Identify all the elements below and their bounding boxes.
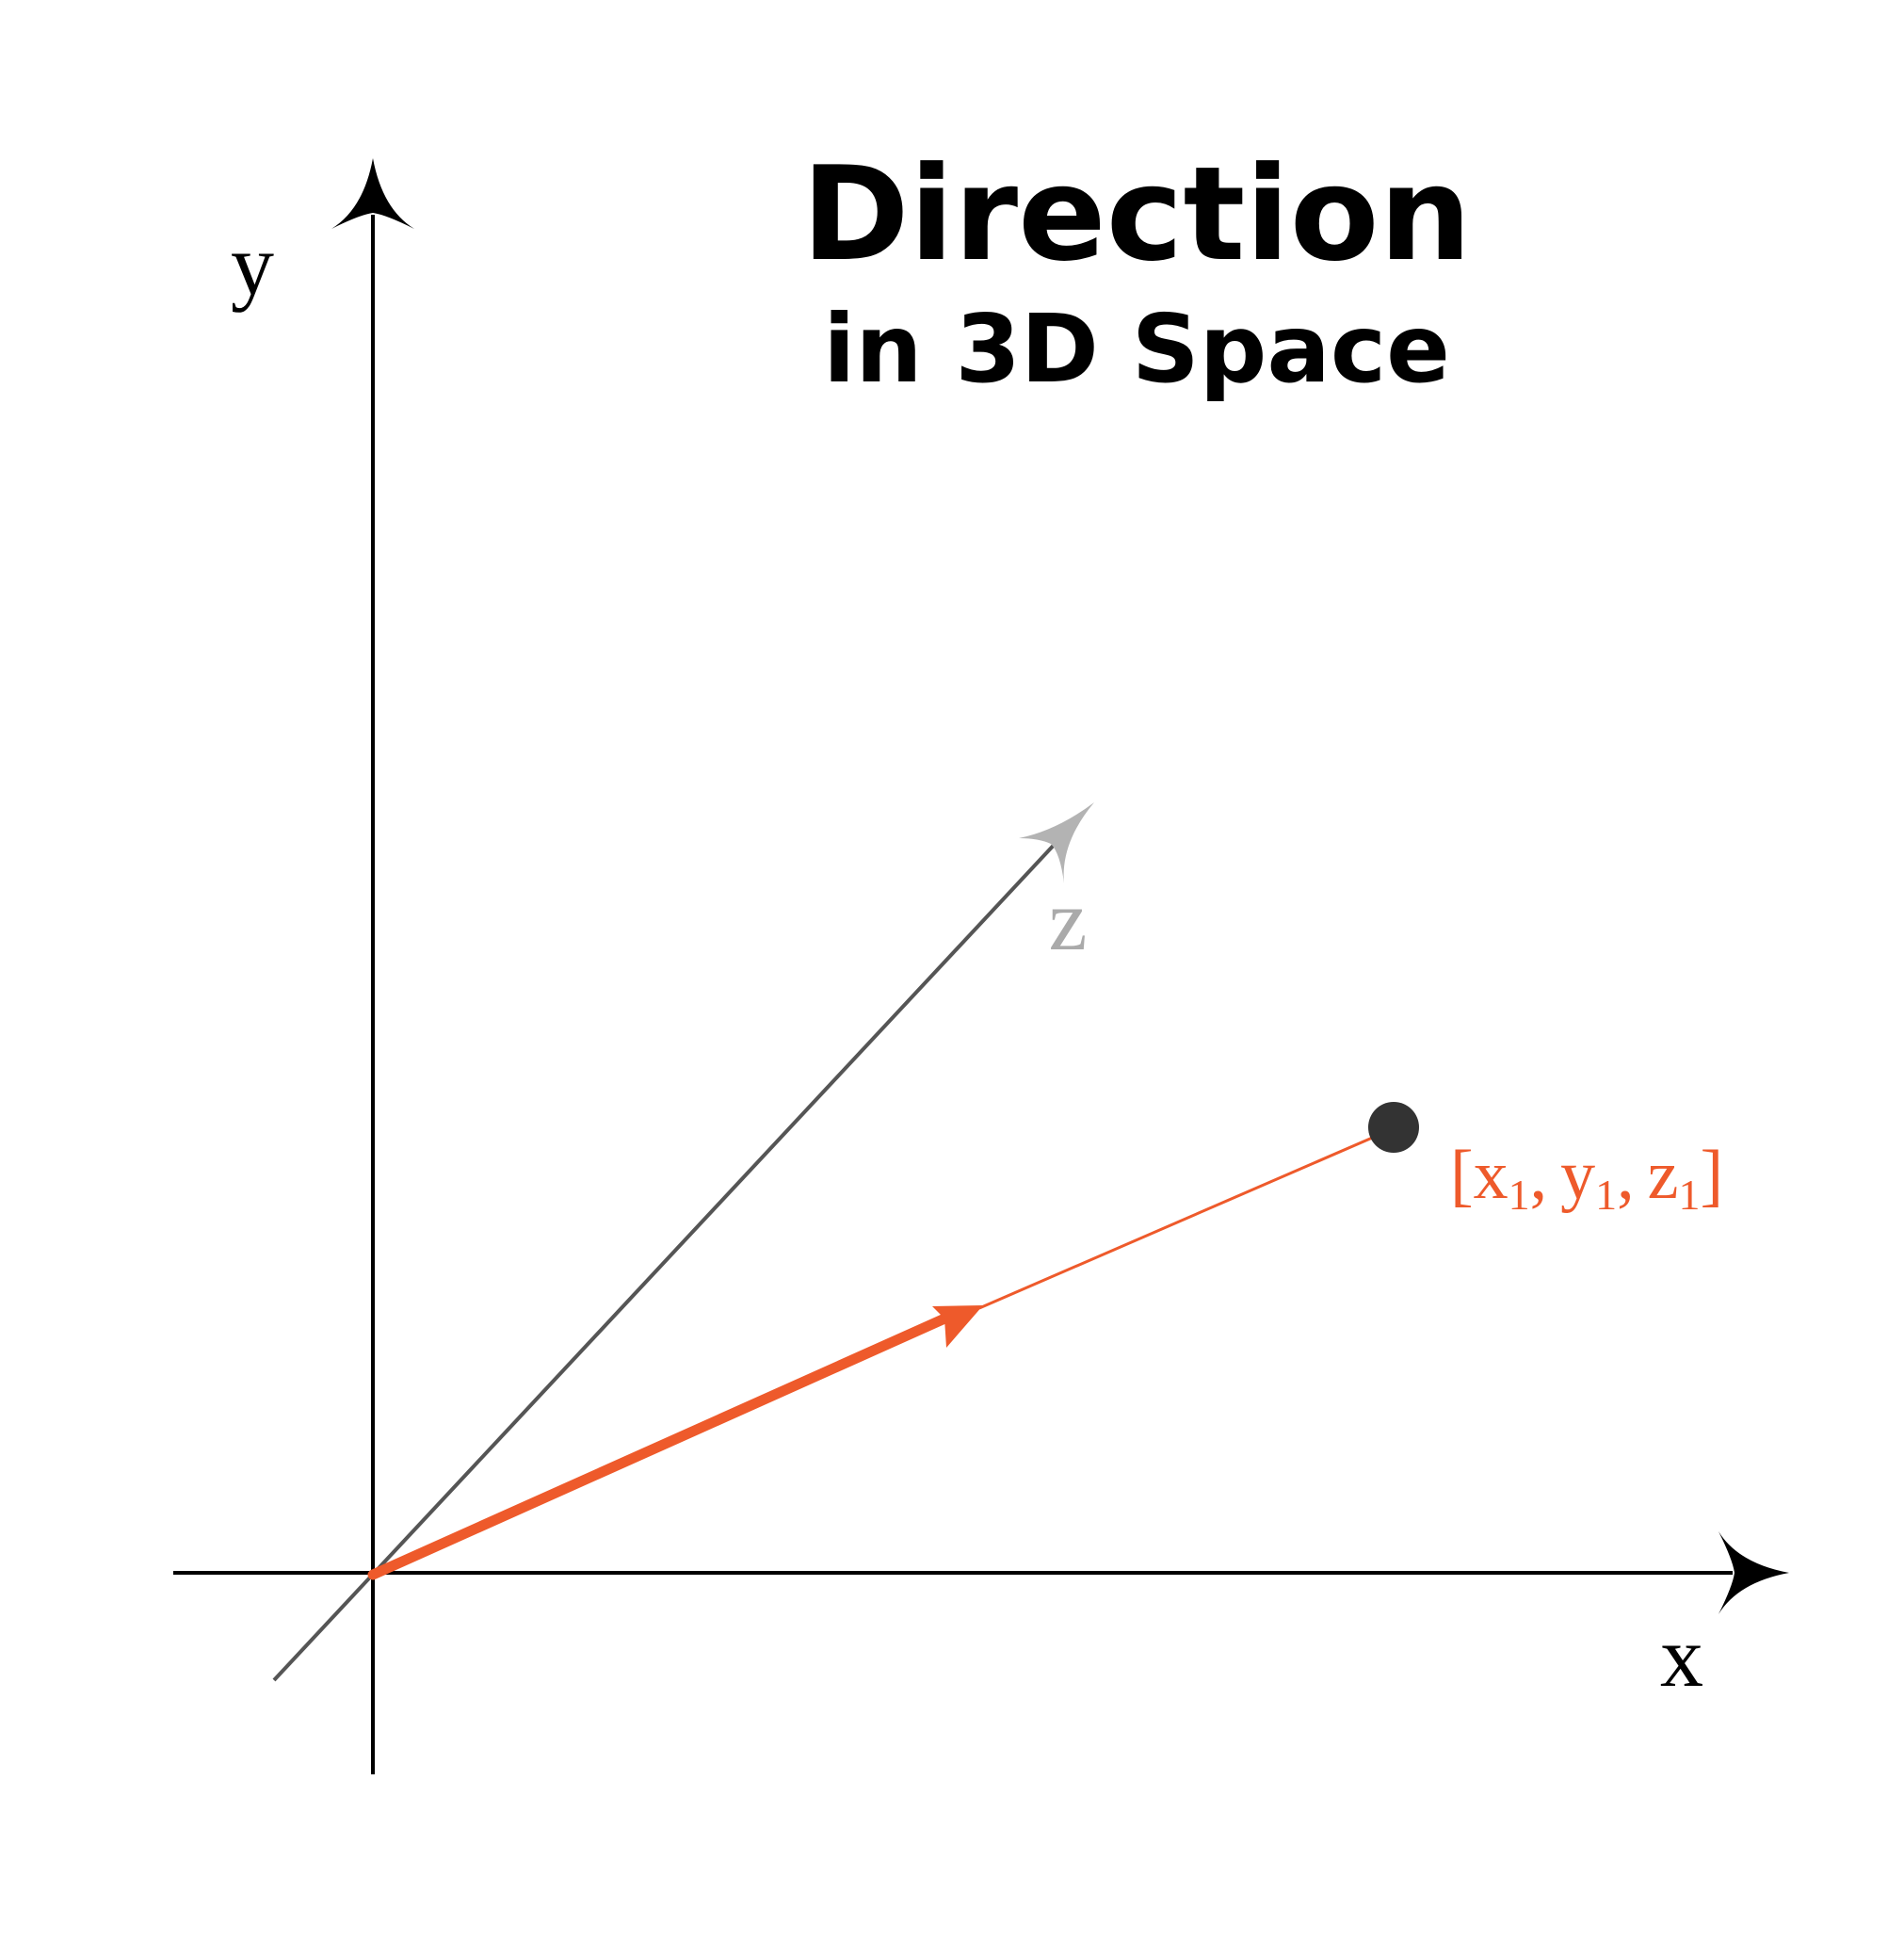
target-point xyxy=(1368,1102,1419,1153)
z-axis-line xyxy=(272,838,1060,1682)
open-bracket: [ xyxy=(1450,1137,1474,1214)
comma-1: , xyxy=(1530,1137,1548,1214)
coord-z-subscript: 1 xyxy=(1679,1171,1701,1219)
coord-y-subscript: 1 xyxy=(1595,1171,1617,1219)
z-axis-label: z xyxy=(1049,872,1088,968)
coord-z: z xyxy=(1648,1137,1679,1214)
z-axis-arrowhead xyxy=(1019,802,1094,883)
close-bracket: ] xyxy=(1701,1137,1724,1214)
coord-y: y xyxy=(1560,1137,1595,1214)
coord-x: x xyxy=(1474,1137,1509,1214)
point-coordinates-label: [x1,y1,z1] xyxy=(1450,1137,1723,1219)
x-axis-label: x xyxy=(1660,1609,1703,1705)
y-axis-label: y xyxy=(231,217,274,313)
y-axis-arrowhead xyxy=(331,158,414,229)
coord-x-subscript: 1 xyxy=(1509,1171,1530,1219)
direction-vector xyxy=(367,1310,957,1580)
direction-arrowhead xyxy=(932,1305,983,1348)
diagram-subtitle: in 3D Space xyxy=(823,294,1450,404)
direction-extension xyxy=(978,1134,1378,1310)
diagram-title: Direction xyxy=(801,138,1472,290)
x-axis-arrowhead xyxy=(1718,1531,1789,1614)
comma-2: , xyxy=(1617,1137,1635,1214)
